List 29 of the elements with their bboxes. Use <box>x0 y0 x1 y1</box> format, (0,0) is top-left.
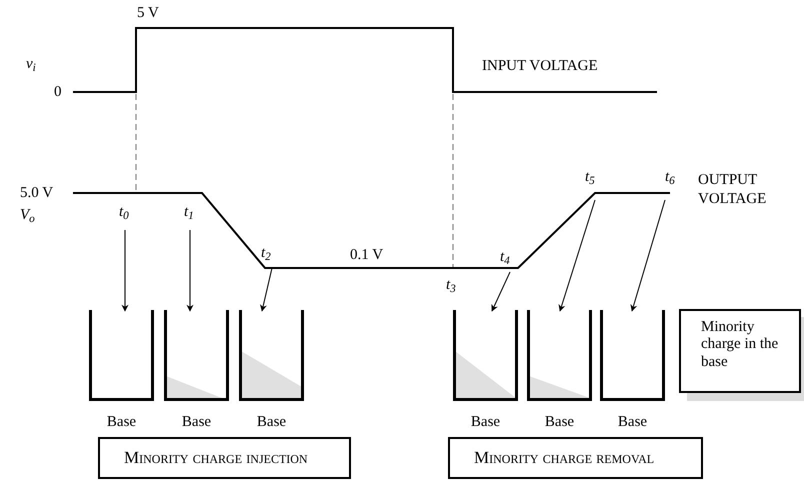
arrow <box>558 200 596 312</box>
arrow <box>186 230 194 312</box>
base-label: Base <box>470 413 500 432</box>
arrow <box>491 272 510 312</box>
base-label: Base <box>544 413 574 432</box>
phase-box: Minority charge removal <box>448 437 703 479</box>
arrow <box>260 268 272 312</box>
voltage-label: 0.1 V <box>350 246 384 265</box>
base-label: Base <box>256 413 286 432</box>
time-label: t$_{6}$ <box>665 168 675 187</box>
time-label: t$_{4}$ <box>500 248 510 267</box>
time-label: t$_{1}$ <box>184 203 194 222</box>
arrow <box>122 230 128 312</box>
time-label: t$_{2}$ <box>261 244 271 263</box>
base-label: Base <box>106 413 136 432</box>
axis-label: v$_{i}$ <box>26 55 36 74</box>
waveform-title: INPUT VOLTAGE <box>482 57 598 76</box>
time-label: t$_{0}$ <box>119 203 129 222</box>
phase-box: Minority charge injection <box>98 437 351 479</box>
axis-label: V$_{o}$ <box>20 206 35 225</box>
time-label: t$_{5}$ <box>585 168 595 187</box>
base-label: Base <box>618 413 648 432</box>
voltage-label: 5.0 V <box>20 184 54 203</box>
waveform-title: OUTPUT VOLTAGE <box>698 171 768 208</box>
base-label: Base <box>182 413 212 432</box>
voltage-label: 5 V <box>137 4 159 23</box>
time-label: t$_{3}$ <box>446 276 456 295</box>
arrow <box>630 200 666 312</box>
voltage-label: 0 <box>54 83 62 102</box>
